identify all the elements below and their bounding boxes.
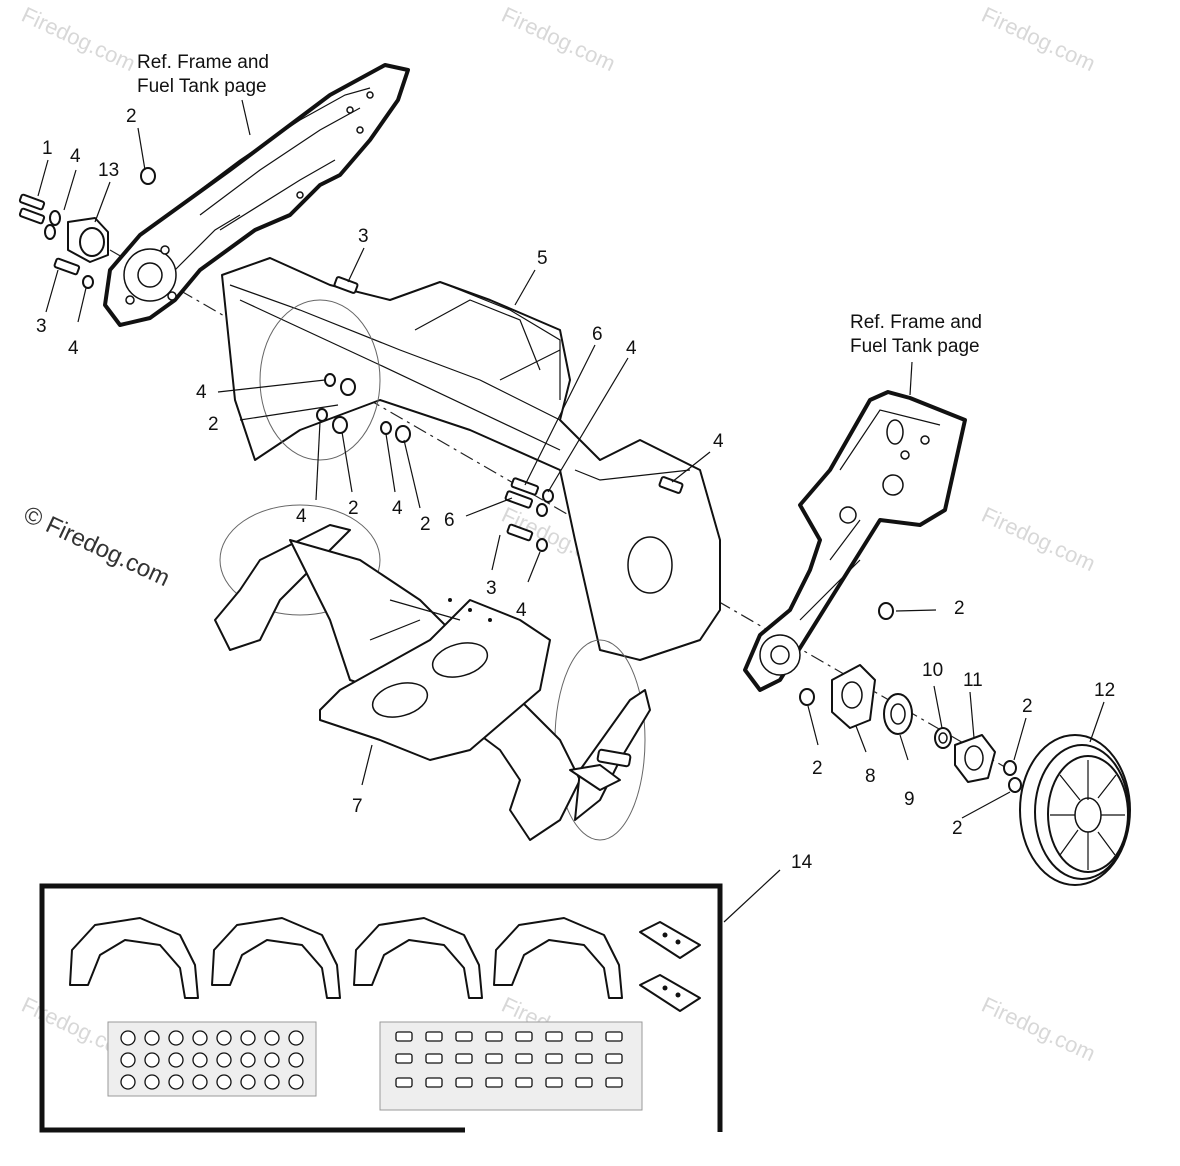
callout-2: 2 xyxy=(208,414,219,435)
ref-label-line-2: Fuel Tank page xyxy=(850,336,980,357)
pulley-12 xyxy=(1019,734,1131,886)
callout-4: 4 xyxy=(196,382,207,403)
callout-2: 2 xyxy=(812,758,823,779)
watermark-bottom-right: Firedog.com xyxy=(978,992,1099,1066)
callout-2: 2 xyxy=(952,818,963,839)
callout-12: 12 xyxy=(1094,680,1115,701)
callout-6: 6 xyxy=(592,324,603,345)
callout-10: 10 xyxy=(922,660,943,681)
callout-4: 4 xyxy=(713,431,724,452)
callout-13: 13 xyxy=(98,160,119,181)
callout-4: 4 xyxy=(70,146,81,167)
callout-11: 11 xyxy=(963,670,983,691)
ref-label-line-1: Ref. Frame and xyxy=(850,312,982,333)
watermark-top-left: Firedog.com xyxy=(18,2,139,76)
auger-housing xyxy=(221,257,721,661)
watermark-mid-right: Firedog.com xyxy=(978,502,1099,576)
callout-8: 8 xyxy=(865,766,876,787)
nut-grid xyxy=(120,1030,304,1090)
callout-7: 7 xyxy=(352,796,363,817)
bolt-grid xyxy=(395,1031,623,1088)
callout-4: 4 xyxy=(392,498,403,519)
copyright-watermark: © Firedog.com xyxy=(19,501,173,592)
callout-2: 2 xyxy=(1022,696,1033,717)
callout-4: 4 xyxy=(296,506,307,527)
leader-lines xyxy=(37,99,1105,923)
ref-label-line-2: Fuel Tank page xyxy=(137,76,267,97)
right-frame-bracket xyxy=(743,390,967,692)
auger-assembly xyxy=(214,504,651,841)
left-hardware xyxy=(18,167,156,289)
callout-4: 4 xyxy=(626,338,637,359)
callout-5: 5 xyxy=(537,248,548,269)
callout-3: 3 xyxy=(486,578,497,599)
housing-hardware xyxy=(316,373,554,552)
callout-2: 2 xyxy=(420,514,431,535)
callout-2: 2 xyxy=(126,106,137,127)
callout-14: 14 xyxy=(791,852,813,873)
ref-label-line-1: Ref. Frame and xyxy=(137,52,269,73)
callout-2: 2 xyxy=(348,498,359,519)
watermark-top-center: Firedog.com xyxy=(498,2,619,76)
watermark-top-right: Firedog.com xyxy=(978,2,1099,76)
left-frame-bracket xyxy=(103,63,410,327)
watermarks: Firedog.com Firedog.com Firedog.com Fire… xyxy=(18,2,1099,1066)
callout-4: 4 xyxy=(68,338,79,359)
callout-3: 3 xyxy=(36,316,47,337)
callouts: 1 4 13 2 3 4 3 5 6 4 4 4 2 4 2 4 2 6 3 4… xyxy=(36,106,1115,873)
kit-box-14 xyxy=(39,883,723,1133)
ref-label-right: Ref. Frame and Fuel Tank page xyxy=(850,312,982,357)
callout-4: 4 xyxy=(516,600,527,621)
callout-2: 2 xyxy=(954,598,965,619)
ref-label-top-left: Ref. Frame and Fuel Tank page xyxy=(137,52,269,97)
callout-1: 1 xyxy=(42,138,53,159)
callout-3: 3 xyxy=(358,226,369,247)
callout-9: 9 xyxy=(904,789,915,810)
right-hardware xyxy=(799,602,1022,793)
callout-6: 6 xyxy=(444,510,455,531)
